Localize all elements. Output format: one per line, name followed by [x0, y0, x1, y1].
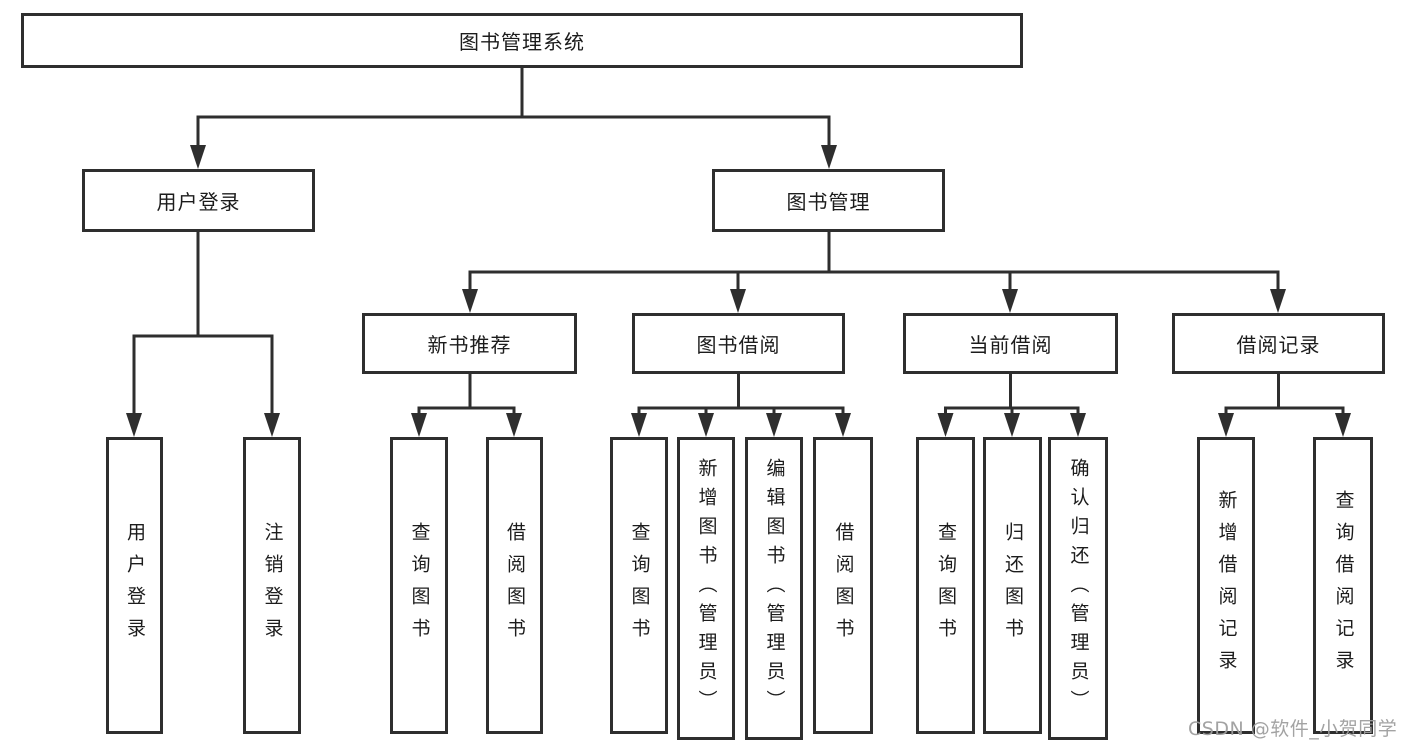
leaf-add-books-admin: 新增图书（管理员） — [677, 437, 735, 740]
arrow-down-icon — [126, 413, 142, 437]
node-borrow-records: 借阅记录 — [1172, 313, 1385, 374]
leaf-label: 新增借阅记录 — [1215, 489, 1238, 682]
arrow-down-icon — [1070, 413, 1086, 437]
leaf-add-borrow-record: 新增借阅记录 — [1197, 437, 1255, 734]
arrow-down-icon — [821, 145, 837, 169]
arrow-down-icon — [1335, 413, 1351, 437]
connector-user-login-to-leaves — [126, 232, 280, 437]
node-book-borrow: 图书借阅 — [632, 313, 845, 374]
leaf-user-login: 用户登录 — [106, 437, 163, 734]
arrow-down-icon — [631, 413, 647, 437]
arrow-down-icon — [730, 289, 746, 313]
arrow-down-icon — [190, 145, 206, 169]
node-book-management: 图书管理 — [712, 169, 945, 232]
arrow-down-icon — [1218, 413, 1234, 437]
arrow-down-icon — [698, 413, 714, 437]
leaf-label: 借阅图书 — [832, 521, 855, 650]
leaf-label: 注销登录 — [261, 521, 284, 650]
connector-book-borrow-to-leaves — [631, 374, 851, 437]
arrow-down-icon — [1002, 289, 1018, 313]
connector-root-to-level1 — [190, 68, 837, 169]
leaf-edit-books-admin: 编辑图书（管理员） — [745, 437, 803, 740]
arrow-down-icon — [835, 413, 851, 437]
leaf-label: 用户登录 — [124, 521, 146, 650]
leaf-confirm-return-admin: 确认归还（管理员） — [1048, 437, 1108, 740]
leaf-label: 查询图书 — [935, 521, 957, 650]
leaf-label: 归还图书 — [1002, 521, 1024, 650]
arrow-down-icon — [766, 413, 782, 437]
leaf-label: 借阅图书 — [504, 521, 526, 650]
leaf-label: 查询借阅记录 — [1332, 489, 1355, 682]
arrow-down-icon — [462, 289, 478, 313]
leaf-logout-login: 注销登录 — [243, 437, 301, 734]
arrow-down-icon — [1270, 289, 1286, 313]
arrow-down-icon — [1004, 413, 1020, 437]
leaf-label: 编辑图书（管理员） — [763, 458, 786, 719]
arrow-down-icon — [411, 413, 427, 437]
leaf-borrow-books-recommend: 借阅图书 — [486, 437, 543, 734]
node-current-borrow: 当前借阅 — [903, 313, 1118, 374]
leaf-label: 确认归还（管理员） — [1067, 458, 1090, 719]
connector-current-borrow-to-leaves — [937, 374, 1086, 437]
connector-book-mgmt-to-level2 — [462, 232, 1286, 313]
leaf-label: 查询图书 — [408, 521, 431, 650]
leaf-query-books-borrow: 查询图书 — [610, 437, 668, 734]
arrow-down-icon — [264, 413, 280, 437]
leaf-query-borrow-record: 查询借阅记录 — [1313, 437, 1373, 734]
leaf-label: 查询图书 — [628, 521, 651, 650]
leaf-label: 新增图书（管理员） — [695, 458, 718, 719]
connector-new-book-rec-to-leaves — [411, 374, 522, 437]
node-root-library-system: 图书管理系统 — [21, 13, 1023, 68]
arrow-down-icon — [937, 413, 954, 437]
arrow-down-icon — [506, 413, 522, 437]
leaf-borrow-books: 借阅图书 — [813, 437, 873, 734]
connector-borrow-records-to-leaves — [1218, 374, 1351, 437]
leaf-query-books-current: 查询图书 — [916, 437, 975, 734]
node-new-book-recommend: 新书推荐 — [362, 313, 577, 374]
node-user-login: 用户登录 — [82, 169, 315, 232]
leaf-query-books-recommend: 查询图书 — [390, 437, 448, 734]
leaf-return-books: 归还图书 — [983, 437, 1042, 734]
csdn-watermark: CSDN @软件_小贺同学 — [1188, 718, 1398, 740]
